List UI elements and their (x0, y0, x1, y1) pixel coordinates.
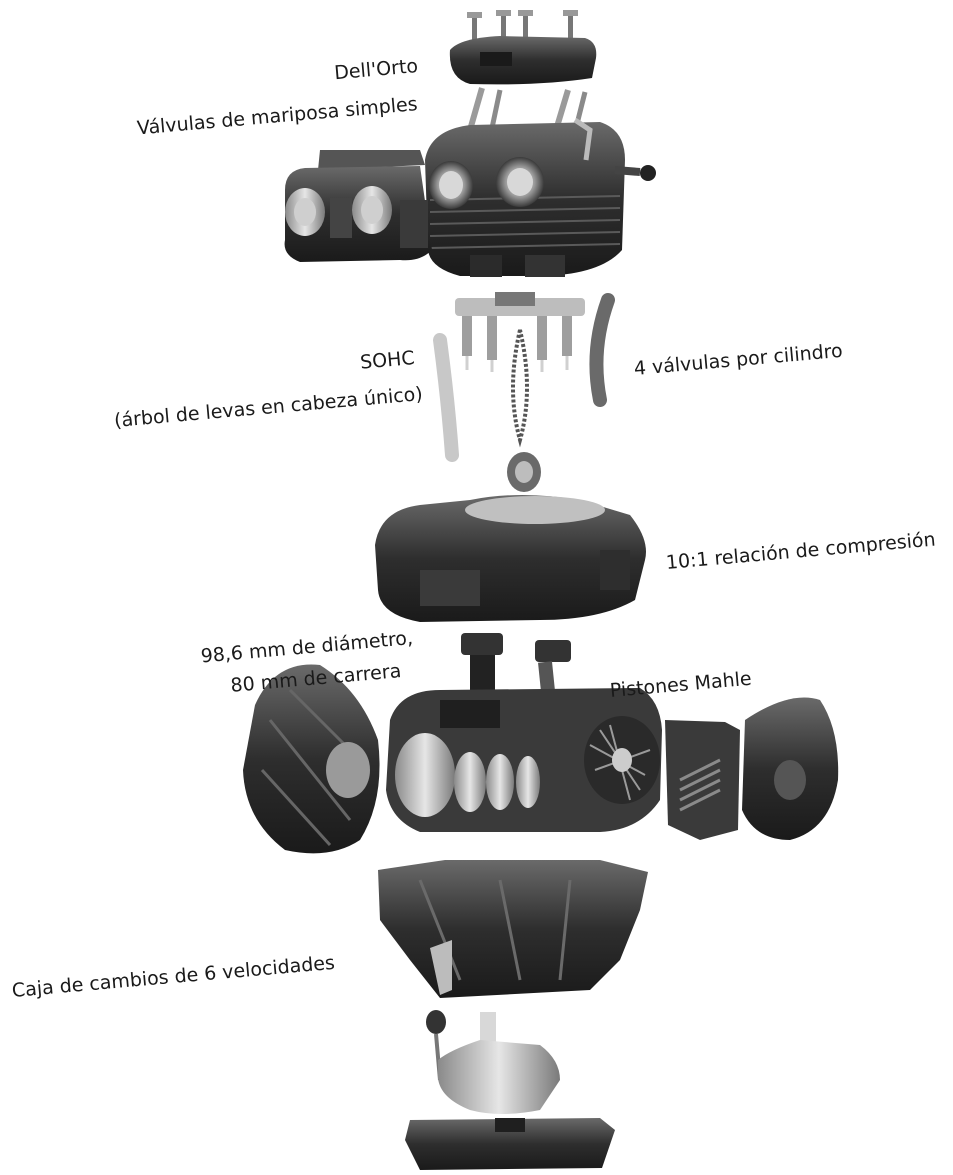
cam-chain (433, 293, 615, 462)
cam-sprocket (507, 452, 541, 492)
crankshaft-gearbox-assembly (386, 688, 662, 832)
upper-crankcase (375, 495, 646, 622)
valve-cover-bolts (467, 10, 578, 42)
injectors (467, 87, 588, 131)
left-engine-cover (243, 664, 380, 854)
throttle-bodies (284, 150, 432, 262)
oil-pump (426, 1010, 560, 1114)
valve-cover (449, 36, 597, 85)
valvetrain-assembly (455, 292, 585, 372)
cylinder-head (425, 117, 656, 277)
right-engine-covers (665, 697, 839, 840)
oil-sump (405, 1118, 615, 1170)
lower-crankcase (378, 860, 648, 998)
